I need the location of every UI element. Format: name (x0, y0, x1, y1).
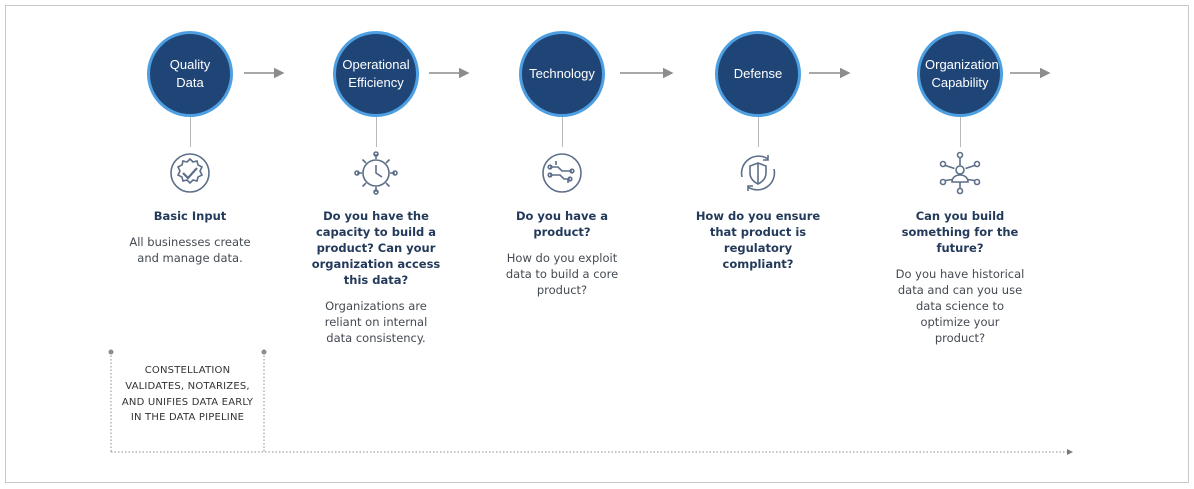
stage-title: Quality Data (169, 57, 211, 90)
stage-question: Do you have a product? (515, 209, 609, 239)
connector-line (959, 117, 961, 147)
bracket-dot-right (261, 349, 267, 355)
bracket-dot-left (108, 349, 114, 355)
stage-defense: Defense How do you ensure that product i… (663, 0, 853, 350)
pipeline-bracket (110, 352, 1073, 455)
stage-question: Basic Input (153, 209, 227, 223)
diagram-frame (5, 5, 1189, 483)
gear-clock-icon (354, 151, 398, 195)
stage-technology: Technology Do you have a product? How do… (467, 0, 657, 350)
stage-answer: Do you have historical data and can you … (895, 267, 1025, 345)
connector-line (757, 117, 759, 147)
connector-line (375, 117, 377, 147)
stage-title: Defense (733, 66, 783, 81)
stage-question: Can you build something for the future? (901, 209, 1019, 255)
stage-answer: Organizations are reliant on internal da… (324, 299, 428, 345)
stage-title: Operational Efficiency (342, 57, 410, 90)
stage-question: Do you have the capacity to build a prod… (311, 209, 441, 287)
stage-operational-efficiency: Operational Efficiency Do you have the c… (281, 0, 471, 350)
stage-circle: Technology (519, 31, 605, 117)
stage-answer: How do you exploit data to build a core … (505, 251, 619, 297)
stage-answer: All businesses create and manage data. (129, 235, 251, 265)
stage-circle: Organization Capability (917, 31, 1003, 117)
stage-question: How do you ensure that product is regula… (695, 209, 821, 271)
stage-title: Technology (529, 66, 595, 81)
stage-circle: Quality Data (147, 31, 233, 117)
bracket-note: CONSTELLATION VALIDATES, NOTARIZES, AND … (121, 365, 254, 424)
stage-circle: Operational Efficiency (333, 31, 419, 117)
stage-title: Organization Capability (925, 57, 999, 90)
connector-line (561, 117, 563, 147)
connector-line (189, 117, 191, 147)
stage-organization-capability: Organization Capability Can you build so… (865, 0, 1055, 350)
network-people-icon (938, 151, 982, 195)
stage-quality-data: Quality Data Basic Input All businesses … (95, 0, 285, 350)
stage-circle: Defense (715, 31, 801, 117)
shield-refresh-icon (736, 151, 780, 195)
check-badge-icon (168, 151, 212, 195)
circuit-icon (540, 151, 584, 195)
